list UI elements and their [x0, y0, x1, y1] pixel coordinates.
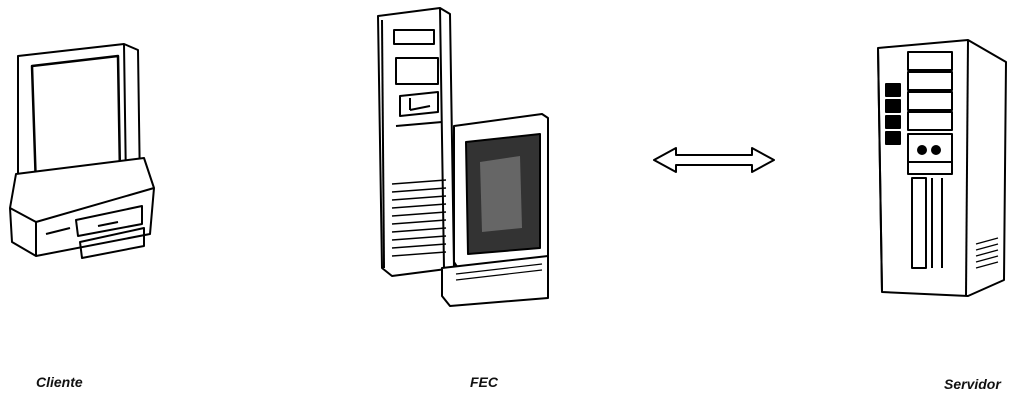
node-label-fec: FEC — [470, 374, 498, 390]
connector-arrow — [652, 145, 776, 175]
desktop-computer-icon — [6, 38, 156, 283]
server-cabinet-icon — [872, 38, 1014, 303]
double-arrow-icon — [652, 145, 776, 175]
node-label-cliente: Cliente — [36, 374, 83, 390]
tower-workstation-icon — [370, 6, 555, 311]
cliente-node — [6, 38, 156, 283]
fec-node — [370, 6, 555, 311]
node-label-servidor: Servidor — [944, 376, 1001, 392]
servidor-node — [872, 38, 1014, 303]
